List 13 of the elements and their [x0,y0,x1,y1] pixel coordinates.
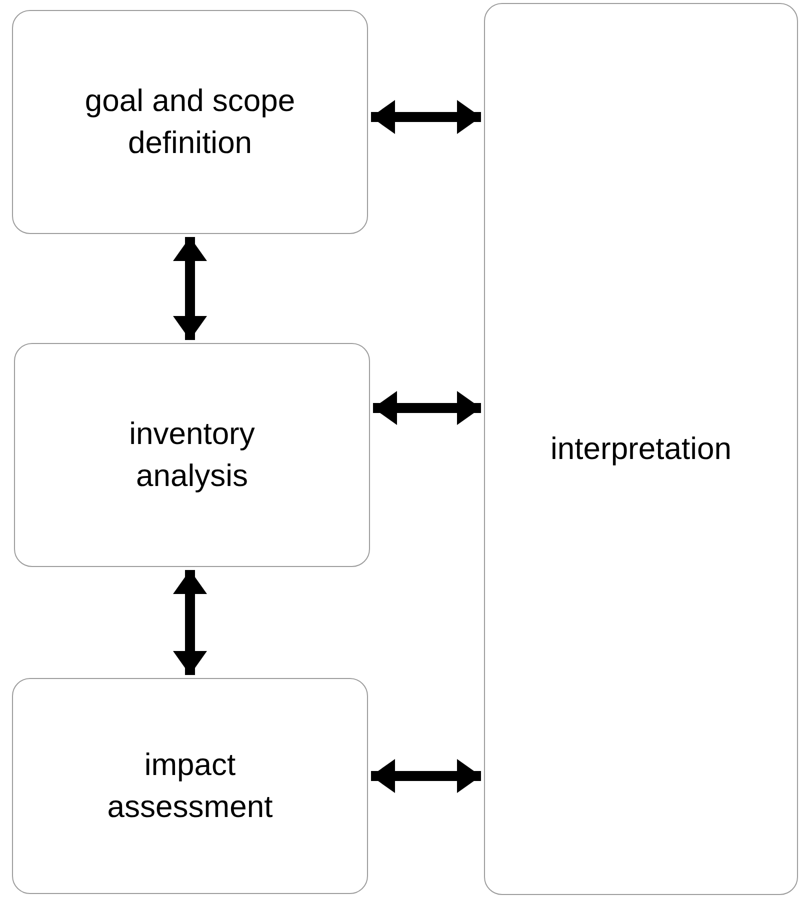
box-label: interpretation [550,430,732,468]
box-label: goal and scope definition [84,82,296,162]
double-arrow [373,391,481,425]
process-box [484,3,798,895]
double-arrow [371,759,481,793]
double-arrow [371,100,481,134]
process-box [12,10,368,234]
process-box [14,343,370,567]
box-label: impact assessment [106,746,274,826]
double-arrow [173,237,207,340]
process-box [12,678,368,894]
box-label: inventory analysis [128,415,256,495]
double-arrow [173,570,207,675]
